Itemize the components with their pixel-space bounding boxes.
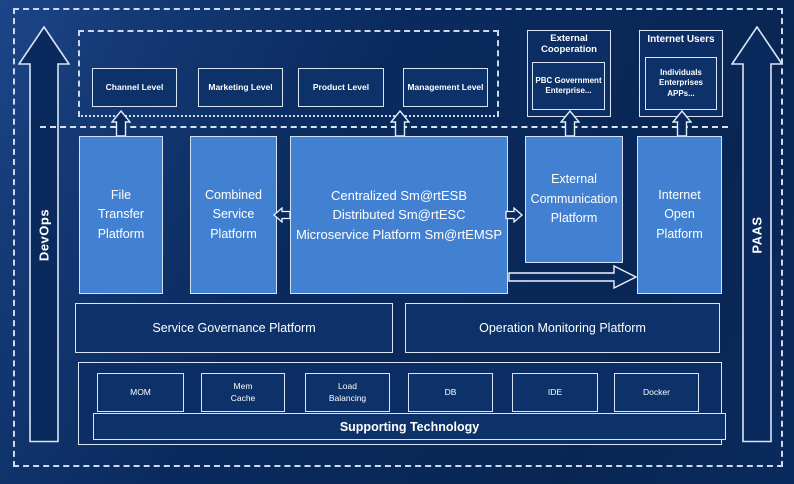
up-arrow-icon (731, 26, 783, 443)
level-box-channel: Channel Level (92, 68, 177, 107)
horizontal-dashed-separator (40, 126, 728, 128)
up-arrow-icon (390, 110, 410, 137)
tech-box-db: DB (408, 373, 493, 412)
devops-label: DevOps (36, 208, 52, 261)
tech-box-mem-cache: Mem Cache (201, 373, 285, 412)
level-box-management: Management Level (403, 68, 488, 107)
outer-dashed-frame (13, 8, 783, 467)
level-label: Marketing Level (208, 81, 273, 92)
combined-service-platform-box: Combined Service Platform (190, 136, 277, 294)
up-arrow-icon (18, 26, 70, 443)
external-cooperation-box: External Cooperation PBC Government Ente… (527, 30, 611, 117)
central-esb-platform-box: Centralized Sm@rtESB Distributed Sm@rtES… (290, 136, 508, 294)
up-arrow-icon (111, 110, 131, 137)
external-cooperation-inner-box: PBC Government Enterprise... (532, 62, 605, 110)
internet-users-members: Individuals Enterprises APPs... (658, 67, 704, 98)
tech-label: Load Balancing (328, 381, 367, 403)
tech-label: MOM (130, 386, 151, 397)
platform-label: Centralized Sm@rtESB Distributed Sm@rtES… (295, 187, 503, 242)
paas-arrow: PAAS (731, 26, 783, 443)
levels-dashed-box (78, 30, 499, 117)
internet-users-title: Internet Users (647, 34, 715, 45)
platform-label: External Communication Platform (530, 172, 618, 226)
left-arrow-icon (273, 207, 291, 223)
supporting-technology-label: Supporting Technology (339, 419, 480, 434)
tech-box-mom: MOM (97, 373, 184, 412)
operation-monitoring-platform-box: Operation Monitoring Platform (405, 303, 720, 353)
up-arrow-icon (560, 110, 580, 137)
level-box-marketing: Marketing Level (198, 68, 283, 107)
external-cooperation-title: External Cooperation (541, 33, 597, 55)
up-arrow-icon (672, 110, 692, 137)
devops-arrow: DevOps (18, 26, 70, 443)
tech-box-ide: IDE (512, 373, 598, 412)
tech-label: IDE (547, 386, 563, 397)
tech-box-docker: Docker (614, 373, 699, 412)
internet-open-platform-box: Internet Open Platform (637, 136, 722, 294)
level-box-product: Product Level (298, 68, 384, 107)
level-label: Management Level (407, 81, 484, 92)
tech-label: Mem Cache (230, 381, 256, 403)
service-governance-platform-box: Service Governance Platform (75, 303, 393, 353)
supporting-technology-bar: Supporting Technology (93, 413, 726, 440)
internet-users-box: Internet Users Individuals Enterprises A… (639, 30, 723, 117)
internet-users-inner-box: Individuals Enterprises APPs... (645, 57, 717, 110)
level-label: Product Level (312, 81, 370, 92)
level-label: Channel Level (105, 81, 164, 92)
governance-label: Operation Monitoring Platform (479, 321, 646, 335)
platform-label: Internet Open Platform (656, 187, 703, 241)
governance-label: Service Governance Platform (152, 321, 316, 335)
flow-right-arrow-icon (508, 264, 638, 290)
tech-box-load-balancing: Load Balancing (305, 373, 390, 412)
paas-label: PAAS (749, 215, 765, 254)
right-arrow-icon (505, 207, 523, 223)
external-communication-platform-box: External Communication Platform (525, 136, 623, 263)
tech-label: DB (444, 386, 457, 397)
platform-label: Combined Service Platform (205, 187, 262, 241)
external-cooperation-members: PBC Government Enterprise... (535, 75, 602, 95)
tech-label: Docker (643, 386, 670, 397)
file-transfer-platform-box: File Transfer Platform (79, 136, 163, 294)
platform-label: File Transfer Platform (97, 187, 145, 241)
